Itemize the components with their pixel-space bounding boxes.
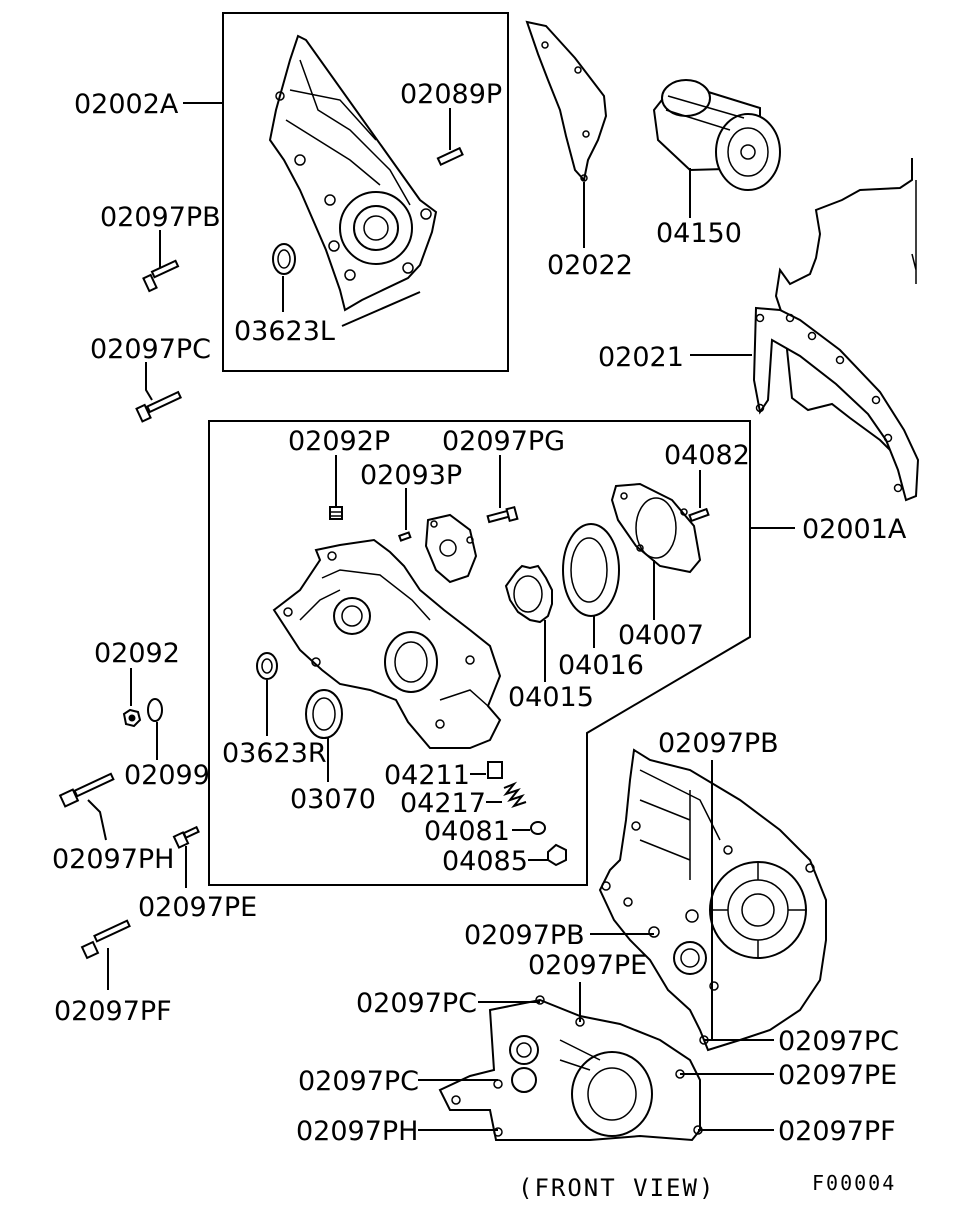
label-02097PB-front-mid: 02097PB xyxy=(464,920,585,951)
label-02097PB-front-top: 02097PB xyxy=(658,728,779,759)
gasket-02022 xyxy=(525,20,608,183)
label-04015: 04015 xyxy=(508,682,594,713)
stud-02089P xyxy=(436,146,464,167)
label-04082: 04082 xyxy=(664,440,750,471)
bolt-02097PC-upper xyxy=(135,390,183,423)
oil-seal-03623L xyxy=(272,243,296,275)
label-04016: 04016 xyxy=(558,650,644,681)
label-02097PE-front-right: 02097PE xyxy=(778,1060,897,1091)
label-03070: 03070 xyxy=(290,784,376,815)
plug-04085 xyxy=(547,843,567,867)
timing-cover-part xyxy=(268,34,438,327)
label-02093P: 02093P xyxy=(360,460,462,491)
leader-lines xyxy=(87,102,795,1131)
label-04085: 04085 xyxy=(442,846,528,877)
label-03623L: 03623L xyxy=(234,316,335,347)
front-view-oil-pump-case xyxy=(438,995,703,1142)
bolt-02097PH-left xyxy=(58,772,115,808)
label-02092P: 02092P xyxy=(288,426,390,457)
front-view-caption: (FRONT VIEW) xyxy=(518,1174,715,1202)
label-04150: 04150 xyxy=(656,218,742,249)
screw-04082 xyxy=(688,507,710,523)
screen-02092P xyxy=(329,506,343,520)
label-02097PC-front-right: 02097PC xyxy=(778,1026,899,1057)
plug-02092 xyxy=(122,708,142,728)
label-02097PC-front-1: 02097PC xyxy=(356,988,477,1019)
label-04081: 04081 xyxy=(424,816,510,847)
label-02097PH-left: 02097PH xyxy=(52,844,174,875)
label-02002A: 02002A xyxy=(74,89,179,120)
cover-plate xyxy=(424,513,478,584)
label-02097PC-front-2: 02097PC xyxy=(298,1066,419,1097)
seal-03070 xyxy=(305,689,343,739)
label-04007: 04007 xyxy=(618,620,704,651)
label-02099: 02099 xyxy=(124,760,210,791)
label-02097PE-front-mid: 02097PE xyxy=(528,950,647,981)
oil-pump-group-box xyxy=(208,420,751,886)
label-02089P: 02089P xyxy=(400,79,502,110)
label-02092: 02092 xyxy=(94,638,180,669)
label-02001A: 02001A xyxy=(802,514,907,545)
label-02097PC-upper: 02097PC xyxy=(90,334,211,365)
bolt-02097PE-left xyxy=(172,825,200,849)
timing-cover-group-box xyxy=(222,12,509,372)
label-04217: 04217 xyxy=(400,788,486,819)
spring-04217 xyxy=(503,781,527,809)
label-02097PF-front: 02097PF xyxy=(778,1116,896,1147)
label-03623R: 03623R xyxy=(222,738,327,769)
oil-pump-case xyxy=(272,538,502,749)
engine-block-outline xyxy=(774,158,917,461)
gear-04015 xyxy=(504,564,553,624)
gasket-02099 xyxy=(147,698,163,722)
pin-02093P xyxy=(397,531,412,542)
rotor-04016 xyxy=(562,523,620,617)
bolt-02097PB-upper xyxy=(142,259,180,293)
label-02097PG: 02097PG xyxy=(442,426,565,457)
label-02097PB-upper: 02097PB xyxy=(100,202,221,233)
relief-plunger-04211 xyxy=(487,761,503,779)
bolt-02097PF-left xyxy=(80,919,131,960)
label-02097PH-front: 02097PH xyxy=(296,1116,418,1147)
gasket-02021 xyxy=(752,306,920,502)
seal-03623R xyxy=(256,652,278,680)
figure-code: F00004 xyxy=(812,1171,896,1195)
label-02097PF-left: 02097PF xyxy=(54,996,172,1027)
label-02022: 02022 xyxy=(547,250,633,281)
label-02097PE-left: 02097PE xyxy=(138,892,257,923)
bolt-02097PG xyxy=(486,505,519,524)
oil-filter-04150 xyxy=(652,79,781,191)
gasket-04081 xyxy=(530,821,546,835)
cover-04007 xyxy=(610,482,702,574)
label-02021: 02021 xyxy=(598,342,684,373)
label-04211: 04211 xyxy=(384,760,470,791)
